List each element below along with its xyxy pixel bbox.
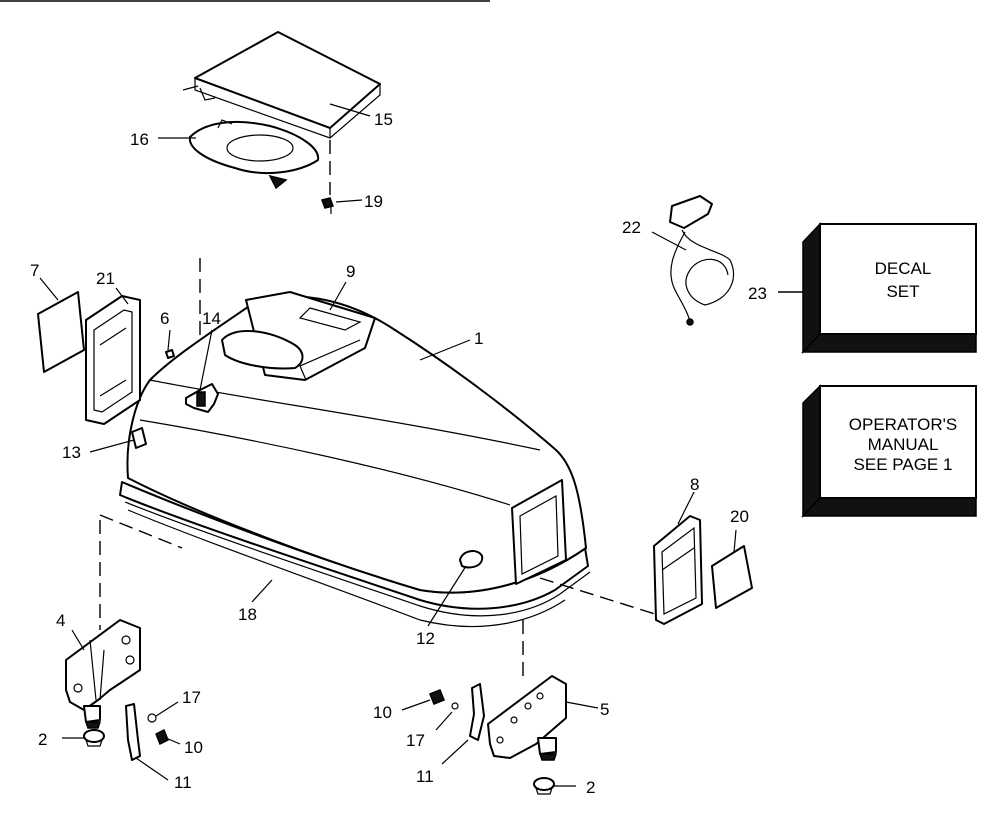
- callout-9: 9: [346, 262, 355, 281]
- part-15-top-cover: [182, 31, 381, 139]
- callout-21: 21: [96, 269, 115, 288]
- part-11-clip-right: [469, 683, 485, 741]
- callout-1: 1: [474, 329, 483, 348]
- callout-5: 5: [600, 700, 609, 719]
- part-1-motor-cover: [119, 291, 591, 628]
- decal-box-line-1: DECAL: [875, 259, 932, 278]
- part-5-bracket: [487, 675, 567, 761]
- part-10-screw-right: [429, 689, 445, 705]
- callout-22: 22: [622, 218, 641, 237]
- callout-6: 6: [160, 309, 169, 328]
- callout-14: 14: [202, 309, 221, 328]
- callout-20: 20: [730, 507, 749, 526]
- part-10-screw-left: [155, 728, 169, 746]
- callout-16: 16: [130, 130, 149, 149]
- part-11-clip-left: [125, 703, 141, 761]
- callout-13: 13: [62, 443, 81, 462]
- callout-labels: 1 2 2 4 5 6 7 8 9 10 10 11 11 12 13 14 1…: [30, 110, 767, 797]
- callout-15: 15: [374, 110, 393, 129]
- callout-10-right: 10: [373, 703, 392, 722]
- callout-10-left: 10: [184, 738, 203, 757]
- part-22-cord: [669, 195, 735, 326]
- part-2-bumper-right: [533, 777, 555, 795]
- operators-manual-box: OPERATOR'S MANUAL SEE PAGE 1: [801, 384, 977, 518]
- callout-11-right: 11: [416, 767, 434, 786]
- part-21-frame: [85, 295, 141, 425]
- part-7-label: [37, 291, 85, 373]
- callout-17-left: 17: [182, 688, 201, 707]
- callout-2-right: 2: [586, 778, 595, 797]
- part-4-bracket: [65, 619, 141, 729]
- part-17-washer-right: [451, 702, 459, 710]
- part-16-seal-ring: [188, 119, 320, 190]
- part-8-frame: [653, 515, 703, 625]
- manual-box-line-2: MANUAL: [868, 435, 939, 454]
- callout-17-right: 17: [406, 731, 425, 750]
- decal-set-box: DECAL SET: [801, 222, 977, 354]
- callout-2-left: 2: [38, 730, 47, 749]
- manual-box-line-3: SEE PAGE 1: [854, 455, 953, 474]
- leader-lines: [39, 103, 803, 787]
- callout-8: 8: [690, 475, 699, 494]
- callout-12: 12: [416, 629, 435, 648]
- manual-box-line-1: OPERATOR'S: [849, 415, 957, 434]
- callout-23: 23: [748, 284, 767, 303]
- decal-box-line-2: SET: [886, 282, 919, 301]
- part-19-screw: [321, 197, 334, 214]
- part-17-washer-left: [147, 713, 157, 723]
- callout-4: 4: [56, 611, 65, 630]
- alignment-line-rim-left: [99, 514, 183, 549]
- callout-7: 7: [30, 261, 39, 280]
- part-20-label: [711, 545, 753, 609]
- callout-18: 18: [238, 605, 257, 624]
- callout-11-left: 11: [174, 773, 192, 792]
- callout-19: 19: [364, 192, 383, 211]
- part-2-bumper-left: [83, 729, 105, 747]
